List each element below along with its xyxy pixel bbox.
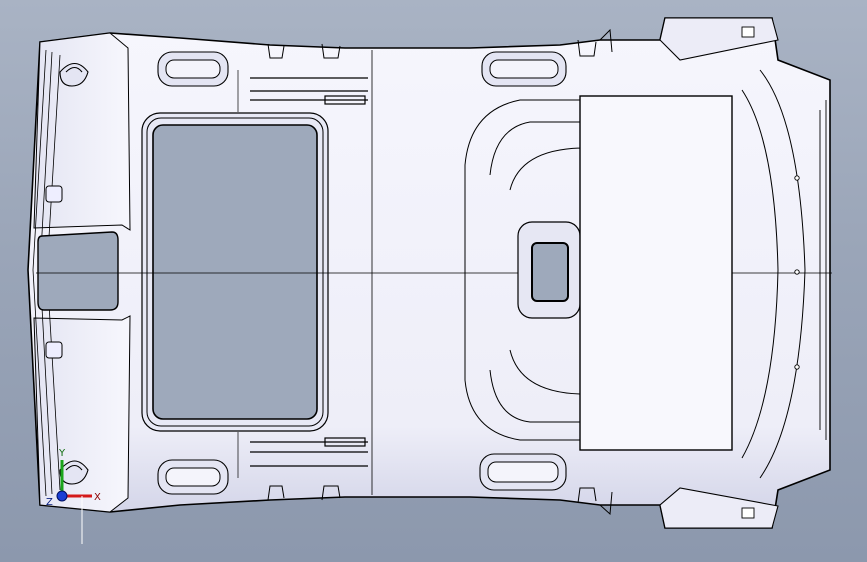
view-triad[interactable]: Y X Z — [46, 448, 101, 508]
axis-z-marker — [56, 490, 68, 502]
grab-handle-rear-top[interactable] — [157, 51, 229, 87]
clip-rear-upper[interactable] — [45, 185, 63, 203]
grab-handle-rear-bottom[interactable] — [157, 459, 229, 495]
windshield-edge — [819, 100, 827, 440]
rear-band — [33, 32, 131, 513]
rib-set-bottom — [250, 437, 368, 467]
sunroof-mid-frame — [146, 117, 324, 427]
axis-z-label: Z — [46, 497, 53, 508]
a-pillar-tab-top[interactable] — [659, 17, 779, 61]
sunroof-opening[interactable] — [152, 124, 318, 420]
rib-set-top — [250, 77, 368, 105]
axis-y-label: Y — [58, 448, 66, 459]
rear-light-opening[interactable] — [37, 231, 119, 311]
front-edge-contours — [741, 69, 806, 479]
a-pillar-tab-bottom[interactable] — [659, 487, 779, 529]
mount-dot-lower — [794, 364, 800, 370]
mount-dot-center — [794, 269, 800, 275]
axis-x-label: X — [94, 492, 101, 503]
side-clips-top — [267, 28, 613, 59]
grab-handle-front-top[interactable] — [481, 51, 567, 87]
clip-rear-lower[interactable] — [45, 341, 63, 359]
side-clips-bottom — [267, 485, 613, 516]
mount-dot-upper — [794, 175, 800, 181]
dome-light-opening[interactable] — [531, 242, 569, 302]
grab-handle-front-bottom[interactable] — [479, 453, 567, 491]
front-panel[interactable] — [579, 95, 733, 451]
coat-hook-bottom[interactable] — [59, 460, 89, 485]
coat-hook-top[interactable] — [59, 62, 89, 87]
